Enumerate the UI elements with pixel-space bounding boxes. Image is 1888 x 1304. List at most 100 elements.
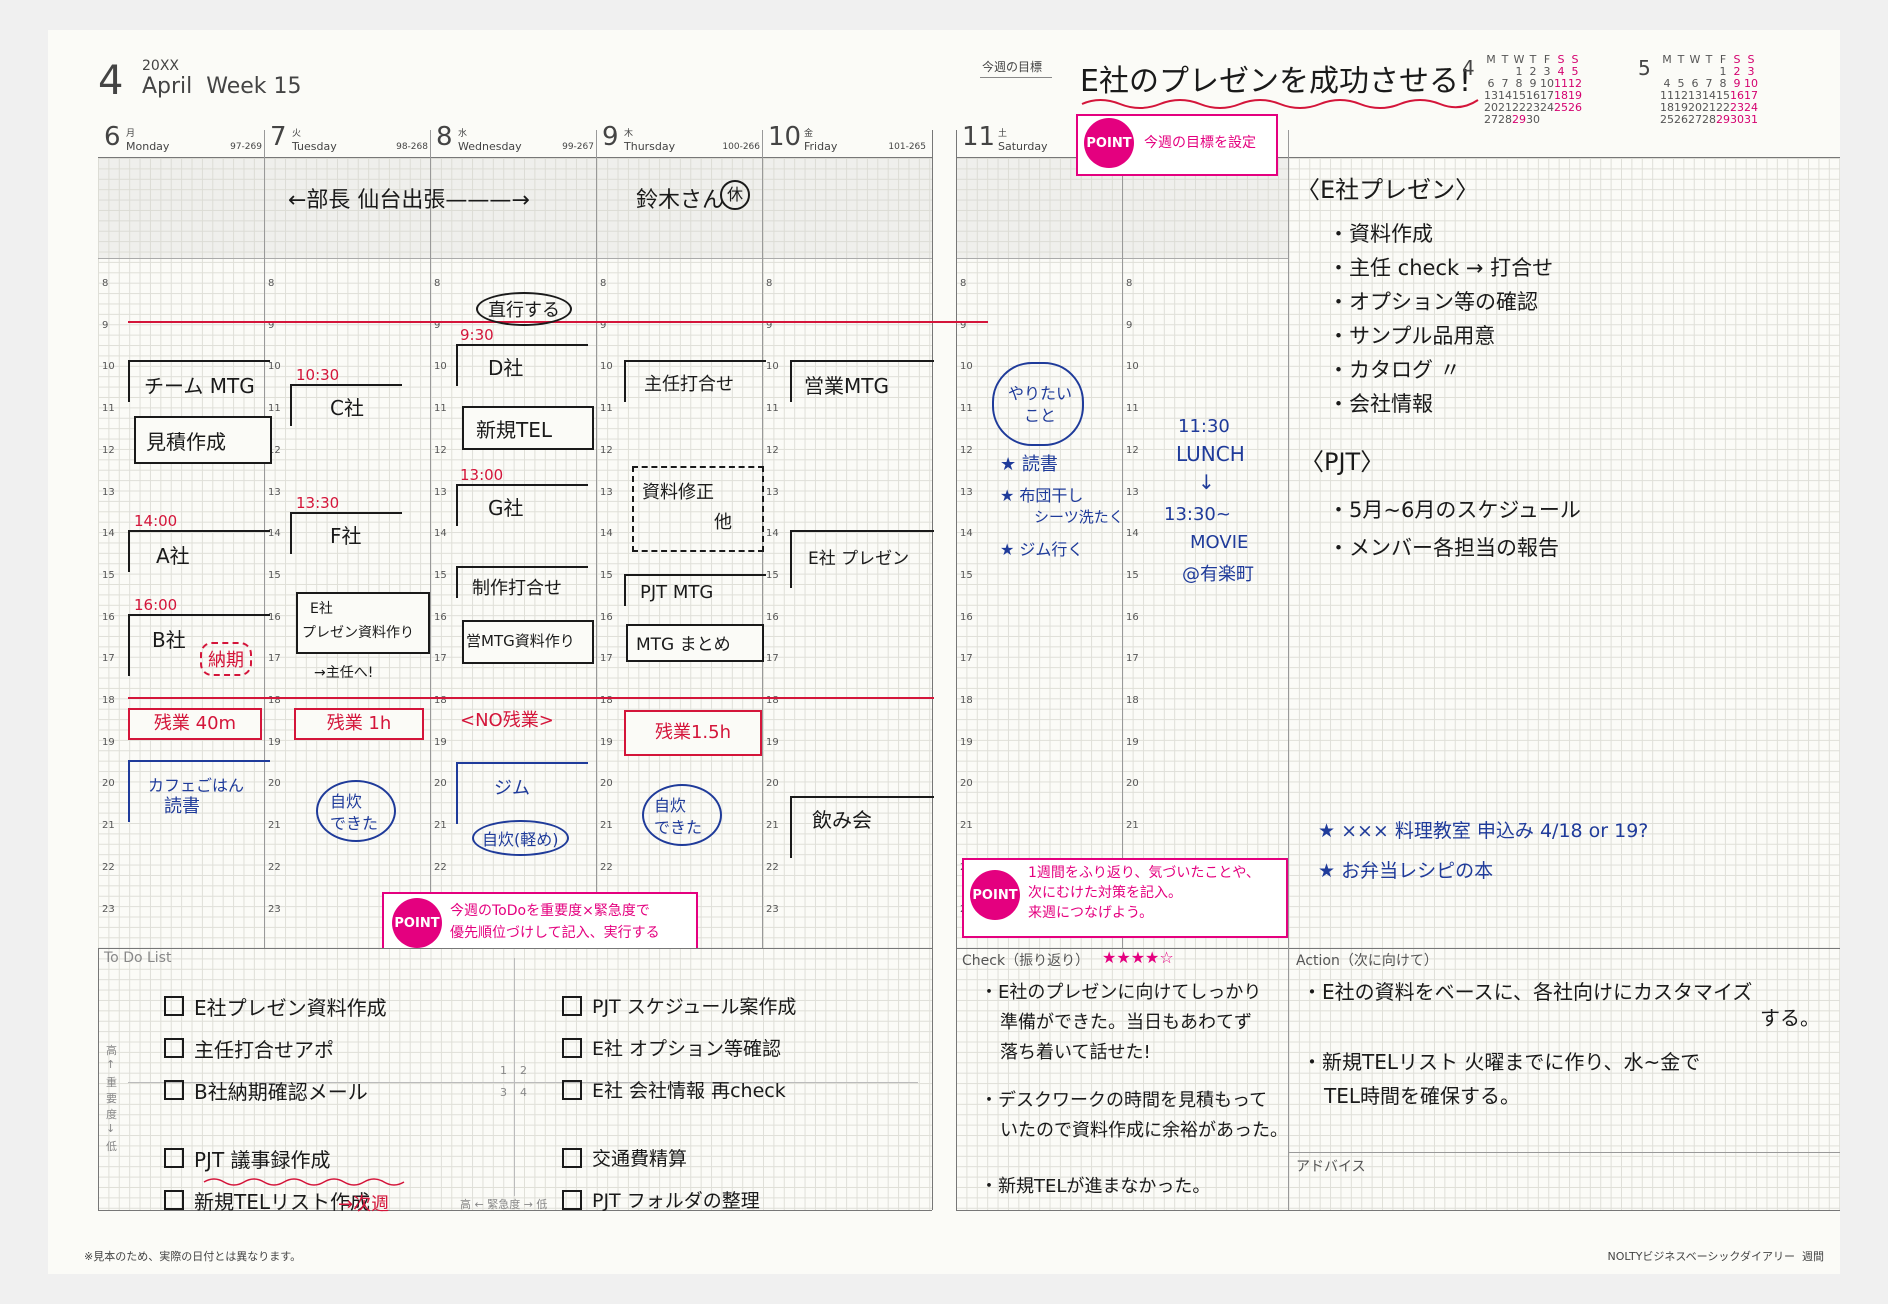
- hour-14-col-3: 14: [600, 528, 613, 540]
- memo-e-item: ・会社情報: [1328, 392, 1433, 416]
- memo-star-2: ★ お弁当レシピの本: [1318, 860, 1494, 882]
- memo-e-head: 〈E社プレゼン〉: [1296, 176, 1480, 204]
- todo-checkbox[interactable]: [164, 1148, 184, 1168]
- hour-10-col-4: 10: [766, 361, 779, 373]
- cal-day: 17: [1540, 89, 1554, 102]
- fri-sales-mtg: 営業MTG: [804, 374, 889, 398]
- hour-22-col-4: 22: [766, 861, 779, 873]
- todo-item-right: E社 会社情報 再check: [592, 1080, 786, 1102]
- todo-checkbox[interactable]: [562, 1190, 582, 1210]
- advice-label: アドバイス: [1296, 1159, 1366, 1175]
- cal-day: 11: [1554, 77, 1568, 90]
- todo-item-left: B社納期確認メール: [194, 1080, 368, 1104]
- wed-sales-mtg-material: 営MTG資料作り: [466, 632, 575, 650]
- cal-day: 26: [1568, 101, 1582, 114]
- cal-1-head-2: W: [1689, 53, 1701, 66]
- todo-checkbox[interactable]: [164, 1190, 184, 1210]
- cal-day: 21: [1702, 101, 1716, 114]
- hour-10-col-1: 10: [268, 361, 281, 373]
- mon-estimate: 見積作成: [146, 430, 226, 454]
- check-item: 準備ができた。当日もあわてず: [1000, 1012, 1252, 1033]
- cal-day: 13: [1484, 89, 1498, 102]
- mon-time-1600: 16:00: [134, 596, 178, 614]
- hour-17-col-2: 17: [434, 653, 447, 665]
- day-1-kanji: 火: [292, 129, 302, 139]
- hour-15-col-0: 15: [102, 569, 115, 581]
- hour-10-col-3: 10: [600, 361, 613, 373]
- todo-axis-char: 度: [106, 1108, 117, 1121]
- cal-day: 24: [1744, 101, 1758, 114]
- hour-20-col-3: 20: [600, 778, 613, 790]
- mon-b-company: B社: [152, 628, 186, 652]
- point-review-line-1: 1週間をふり返り、気づいたことや、: [1028, 865, 1260, 881]
- quad-3: 3: [500, 1086, 507, 1099]
- hour-15-col-3: 15: [600, 569, 613, 581]
- hour-8-col-2: 8: [434, 278, 441, 289]
- point-goal-badge: POINT: [1084, 118, 1134, 168]
- cal-day: 13: [1688, 89, 1702, 102]
- hour-10-col-0: 10: [102, 361, 115, 373]
- todo-axis-char: 重: [106, 1076, 117, 1089]
- cal-day: 30: [1730, 113, 1744, 126]
- cal-0-head-4: F: [1543, 53, 1551, 66]
- month-number: 4: [98, 58, 124, 104]
- mon-time-1400: 14:00: [134, 512, 178, 530]
- todo-checkbox[interactable]: [164, 1038, 184, 1058]
- cal-day: 19: [1568, 89, 1582, 102]
- cal-day: 11: [1660, 89, 1674, 102]
- cal-day: 23: [1730, 101, 1744, 114]
- hour-17-col-0: 17: [102, 653, 115, 665]
- cal-day: [1568, 114, 1582, 126]
- todo-axis-char: ↓: [106, 1122, 116, 1135]
- point-todo-line-2: 優先順位づけして記入、実行する: [450, 925, 660, 941]
- cal-day: 9: [1733, 77, 1741, 90]
- todo-checkbox[interactable]: [562, 1080, 582, 1100]
- cal-day: 17: [1744, 89, 1758, 102]
- cal-day: 15: [1716, 89, 1730, 102]
- cal-day: 7: [1501, 77, 1509, 90]
- hour-19-col-6: 19: [1126, 736, 1139, 748]
- hour-17-col-1: 17: [268, 653, 281, 665]
- cal-0-head-1: T: [1501, 53, 1509, 66]
- todo-checkbox[interactable]: [562, 1148, 582, 1168]
- point-review-line-3: 来週につなげよう。: [1028, 905, 1154, 921]
- hour-18-col-6: 18: [1126, 695, 1139, 706]
- business-trip-note: ←部長 仙台出張———→: [288, 188, 530, 213]
- hour-15-col-6: 15: [1126, 569, 1139, 581]
- todo-checkbox[interactable]: [562, 996, 582, 1016]
- hour-21-col-6: 21: [1126, 820, 1139, 832]
- hour-17-col-3: 17: [600, 653, 613, 665]
- hour-16-col-0: 16: [102, 611, 115, 623]
- day-5-kanji: 土: [998, 129, 1008, 139]
- action-item: TEL時間を確保する。: [1324, 1084, 1520, 1108]
- wed-new-tel: 新規TEL: [476, 418, 552, 442]
- hour-19-col-0: 19: [102, 736, 115, 748]
- todo-checkbox[interactable]: [164, 1080, 184, 1100]
- tue-overtime: 残業 1h: [294, 708, 424, 740]
- sun-movie: MOVIE: [1190, 532, 1249, 553]
- todo-checkbox[interactable]: [562, 1038, 582, 1058]
- hour-19-col-5: 19: [960, 736, 973, 748]
- hour-8-col-0: 8: [102, 278, 109, 289]
- check-item: 落ち着いて話せた!: [1000, 1042, 1151, 1063]
- wed-no-overtime: <NO残業>: [460, 710, 554, 731]
- day-1-number: 7: [270, 122, 287, 152]
- hour-20-col-1: 20: [268, 778, 281, 790]
- thu-chief-mtg: 主任打合せ: [644, 374, 734, 395]
- cal-day: 6: [1487, 77, 1495, 90]
- point-review-badge: POINT: [970, 870, 1020, 920]
- day-5-english: Saturday: [998, 140, 1048, 153]
- cal-day: 3: [1747, 65, 1755, 78]
- wed-g-company: G社: [488, 496, 524, 520]
- todo-grid: [98, 948, 932, 1210]
- cal-0-head-2: W: [1513, 53, 1525, 66]
- hour-20-col-4: 20: [766, 778, 779, 790]
- mon-deadline-badge: 納期: [200, 642, 252, 676]
- todo-item-right: 交通費精算: [592, 1148, 688, 1170]
- check-item: ・E社のプレゼンに向けてしっかり: [980, 982, 1262, 1003]
- todo-checkbox[interactable]: [164, 996, 184, 1016]
- hour-10-col-2: 10: [434, 361, 447, 373]
- cal-day: 31: [1744, 113, 1758, 126]
- wed-cooked-light: 自炊(軽め): [472, 820, 569, 856]
- quad-2: 2: [520, 1064, 527, 1077]
